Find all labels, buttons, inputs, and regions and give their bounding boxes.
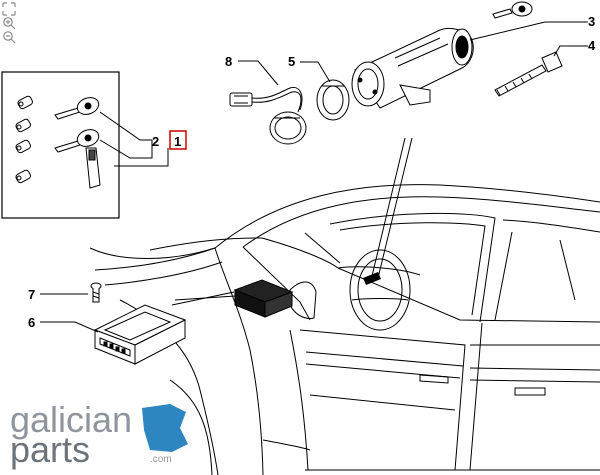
- key-set-group: [1, 71, 169, 219]
- callout-6: 6: [28, 315, 35, 330]
- ignition-lock: [351, 27, 474, 109]
- callout-1: 1: [174, 134, 181, 149]
- key-icon-bottom: [54, 129, 101, 189]
- ignition-location-marker: [363, 272, 381, 285]
- control-unit: [93, 304, 187, 365]
- callout-8: 8: [225, 54, 232, 69]
- logo-suffix: .com: [150, 454, 172, 465]
- logo-map-shape: [142, 404, 188, 452]
- car-outline: [89, 184, 600, 475]
- key-set-frame: [1, 71, 120, 219]
- antenna-ring: [316, 79, 350, 121]
- callout-3: 3: [588, 14, 595, 29]
- zoom-out-icon[interactable]: [2, 30, 16, 44]
- callout-leaders: [40, 21, 588, 333]
- callout-7: 7: [28, 287, 35, 302]
- galicianparts-logo: galician parts .com: [10, 399, 188, 470]
- callout-1-highlight: [169, 130, 187, 150]
- screw: [90, 282, 102, 303]
- shear-bolt: [494, 51, 563, 97]
- logo-line-1: galician: [10, 399, 132, 440]
- module-box: [233, 279, 294, 318]
- zoom-in-icon[interactable]: [2, 16, 16, 30]
- leader-lines: [171, 137, 413, 306]
- logo-line-2: parts: [10, 429, 90, 470]
- lock-cylinders: [15, 95, 33, 184]
- key-icon-top: [54, 97, 100, 120]
- callout-5: 5: [288, 54, 295, 69]
- leader-2: [99, 111, 153, 159]
- wiring-harness: [229, 86, 307, 145]
- callout-2: 2: [152, 134, 159, 149]
- callout-4: 4: [588, 38, 596, 53]
- fit-to-window-icon[interactable]: [2, 2, 16, 16]
- key-icon-top-right: [492, 1, 533, 19]
